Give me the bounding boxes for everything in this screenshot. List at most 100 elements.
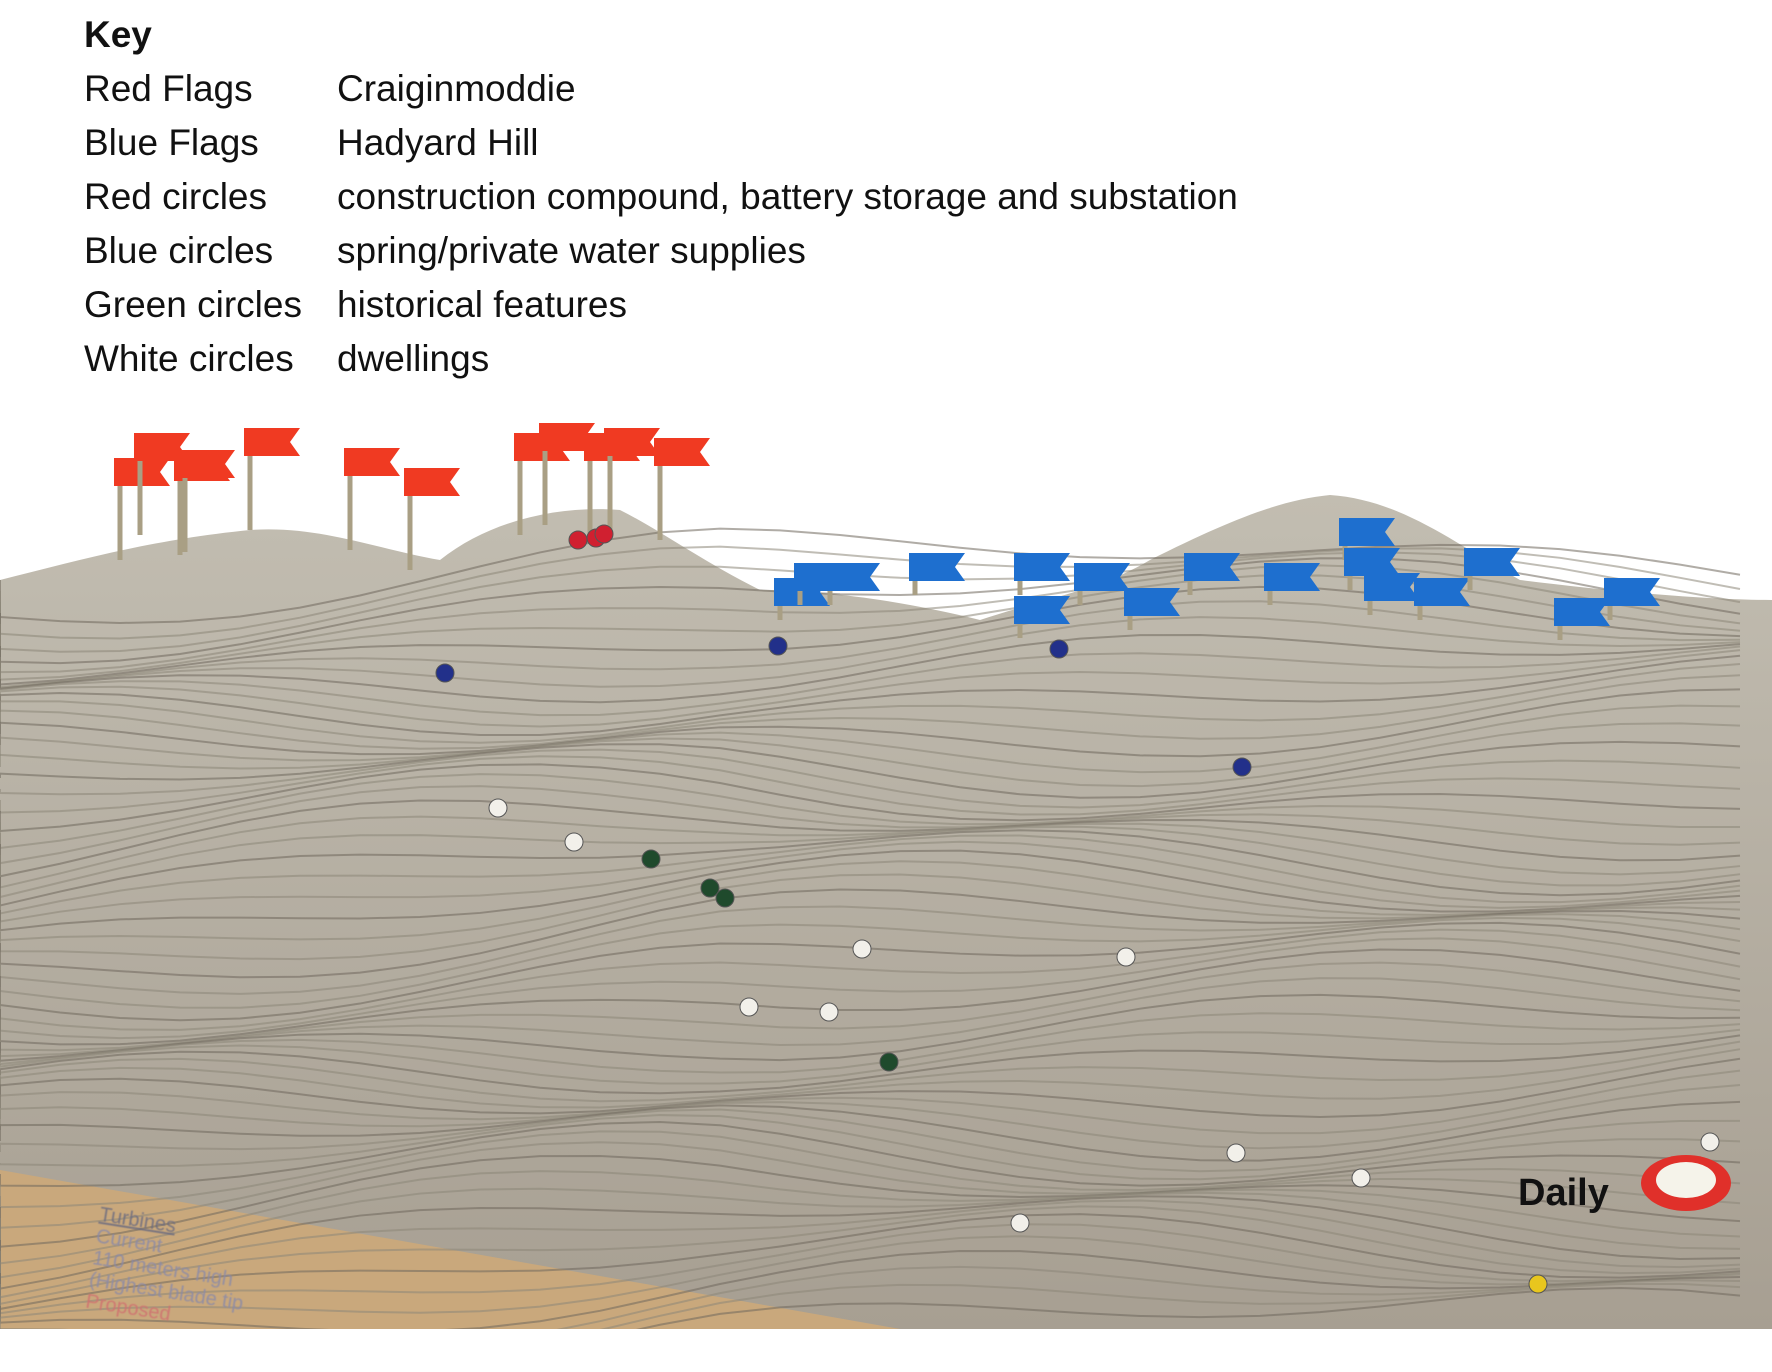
place-label-daily: Daily <box>1518 1172 1609 1214</box>
contour-line <box>0 654 1741 737</box>
key-label: Red Flags <box>84 68 253 109</box>
contour-line <box>0 645 1741 717</box>
contour-line <box>0 763 1741 832</box>
blue-flag <box>824 563 880 605</box>
contour-line <box>0 662 1741 744</box>
red-flag <box>654 438 710 540</box>
contour-line <box>0 1048 1741 1109</box>
contour-line <box>0 674 1741 750</box>
contour-line <box>0 948 1741 1046</box>
contour-line <box>0 773 1741 850</box>
contour-line <box>0 1114 1741 1181</box>
blue-flag <box>1264 563 1320 605</box>
contour-line <box>0 1213 1741 1310</box>
map-pin <box>564 832 584 852</box>
contour-line <box>0 649 1741 728</box>
contour-line <box>0 993 1741 1062</box>
key-meaning: spring/private water supplies <box>337 230 806 271</box>
map-pin <box>1010 1213 1030 1233</box>
map-pin <box>1116 947 1136 967</box>
blue-flag <box>909 553 965 595</box>
contour-line <box>0 916 1741 1009</box>
contour-line <box>0 633 1741 704</box>
blue-flag <box>1074 563 1130 605</box>
contour-line <box>0 1249 1741 1329</box>
key-row: Blue circles spring/private water supplie… <box>84 224 1238 278</box>
contour-line <box>0 557 1741 665</box>
contour-line <box>0 1141 1741 1229</box>
contour-line <box>0 785 1741 865</box>
contour-line <box>0 1028 1741 1085</box>
key-title: Key <box>84 14 152 55</box>
pins <box>435 524 1720 1294</box>
contour-line <box>0 616 1741 690</box>
contour-line <box>0 928 1741 1031</box>
contour-line <box>0 860 1741 942</box>
blue-flag <box>1554 598 1610 640</box>
red-flag <box>344 448 400 550</box>
map-pin <box>715 888 735 908</box>
red-flag <box>179 450 235 552</box>
blue-flag <box>1604 578 1660 620</box>
map-pin <box>568 530 588 550</box>
blue-flag <box>1414 578 1470 620</box>
contour-line <box>0 829 1741 907</box>
contour-line <box>0 704 1741 774</box>
contour-line <box>0 1057 1741 1118</box>
map-pin <box>768 636 788 656</box>
contour-line <box>635 1286 1741 1329</box>
contour-line <box>0 840 1741 923</box>
contour-line <box>0 1034 1741 1095</box>
contour-line <box>0 1235 1741 1319</box>
blue-flag <box>1014 596 1070 638</box>
contour-line <box>0 1205 1741 1305</box>
contour-line <box>0 755 1741 816</box>
map-pin <box>594 524 614 544</box>
contour-line <box>0 834 1741 915</box>
key-meaning: historical features <box>337 284 627 325</box>
map-pin <box>700 878 720 898</box>
blue-flag <box>1184 553 1240 595</box>
contour-line <box>0 1187 1741 1279</box>
contour-line <box>0 688 1741 758</box>
key-label: Red circles <box>84 176 267 217</box>
blue-flag <box>1364 573 1420 615</box>
red-flag <box>404 468 460 570</box>
contour-line <box>0 1100 1741 1162</box>
map-pin <box>819 1002 839 1022</box>
key-meaning: dwellings <box>337 338 490 379</box>
blue-flag <box>1464 548 1520 590</box>
flags <box>114 423 1660 640</box>
key-label: Blue Flags <box>84 122 259 163</box>
contour-line <box>0 921 1741 1022</box>
map-pin <box>879 1052 899 1072</box>
contour-line <box>0 1108 1741 1173</box>
key-row: White circles dwellings <box>84 332 1238 386</box>
blue-flag <box>1124 588 1180 630</box>
key-label: White circles <box>84 338 294 379</box>
contour-line <box>0 600 1741 689</box>
contour-line <box>0 1069 1741 1135</box>
contour-line <box>0 1120 1741 1187</box>
contour-line <box>0 1154 1741 1248</box>
contour-line <box>0 825 1741 899</box>
contour-line <box>0 1282 1741 1329</box>
contour-line <box>0 1012 1741 1074</box>
contour-line <box>0 937 1741 1040</box>
contour-line <box>0 1199 1741 1299</box>
map-pin <box>1232 757 1252 777</box>
contour-line <box>0 564 1741 674</box>
key-label: Blue circles <box>84 230 274 271</box>
map-pin <box>641 849 661 869</box>
red-flag <box>539 423 595 525</box>
contour-line <box>0 527 1741 624</box>
map-pin <box>1700 1132 1720 1152</box>
key-meaning: Craiginmoddie <box>337 68 576 109</box>
contour-line <box>0 740 1741 799</box>
contour-line <box>0 977 1741 1058</box>
contour-line <box>0 1130 1741 1209</box>
key-row: Red Flags Craiginmoddie <box>84 62 1238 116</box>
contour-line <box>0 905 1741 995</box>
